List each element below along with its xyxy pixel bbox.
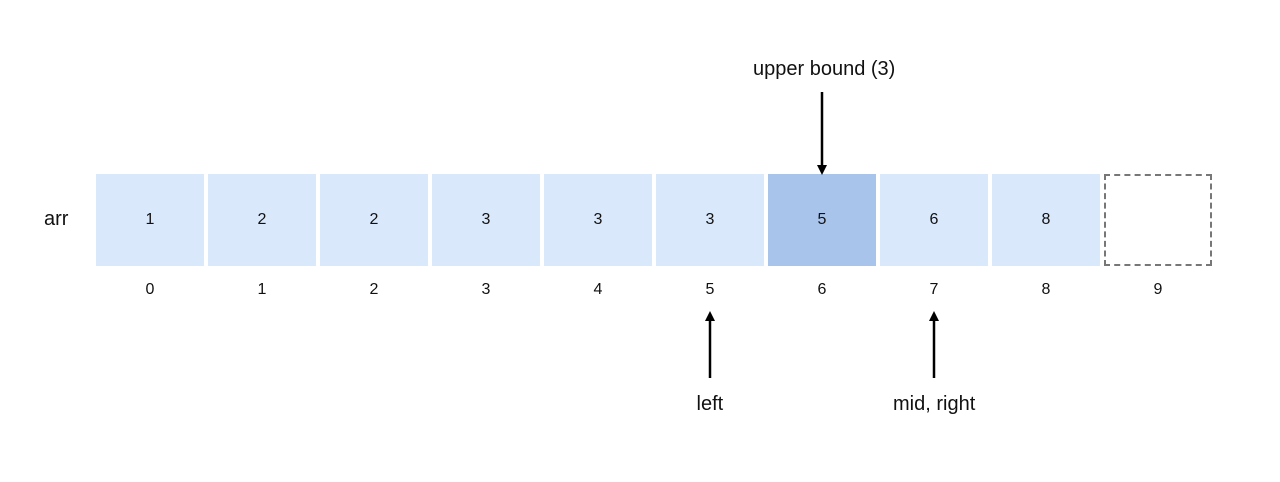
array-index-label: 6 bbox=[817, 281, 827, 298]
array-index-label: 9 bbox=[1153, 281, 1163, 298]
array-cell: 5 bbox=[768, 174, 876, 266]
array-index-label: 0 bbox=[145, 281, 155, 298]
array-cell: 3 bbox=[656, 174, 764, 266]
array-label: arr bbox=[44, 208, 69, 230]
array-index-label: 8 bbox=[1041, 281, 1051, 298]
array-cell: 1 bbox=[96, 174, 204, 266]
mid-right-pointer-label: mid, right bbox=[893, 393, 976, 415]
array-cell: 8 bbox=[992, 174, 1100, 266]
array-cell-empty bbox=[1104, 174, 1212, 266]
array-index-label: 2 bbox=[369, 281, 379, 298]
left-pointer-label: left bbox=[696, 393, 724, 415]
array-cell: 2 bbox=[320, 174, 428, 266]
array-index-label: 3 bbox=[481, 281, 491, 298]
array-cell: 3 bbox=[432, 174, 540, 266]
array-index-label: 1 bbox=[257, 281, 267, 298]
array-cell: 3 bbox=[544, 174, 652, 266]
array-index-label: 5 bbox=[705, 281, 715, 298]
array-cell: 6 bbox=[880, 174, 988, 266]
array-index-label: 7 bbox=[929, 281, 939, 298]
upper-bound-label: upper bound (3) bbox=[753, 58, 896, 80]
array-index-label: 4 bbox=[593, 281, 603, 298]
array-cell: 2 bbox=[208, 174, 316, 266]
